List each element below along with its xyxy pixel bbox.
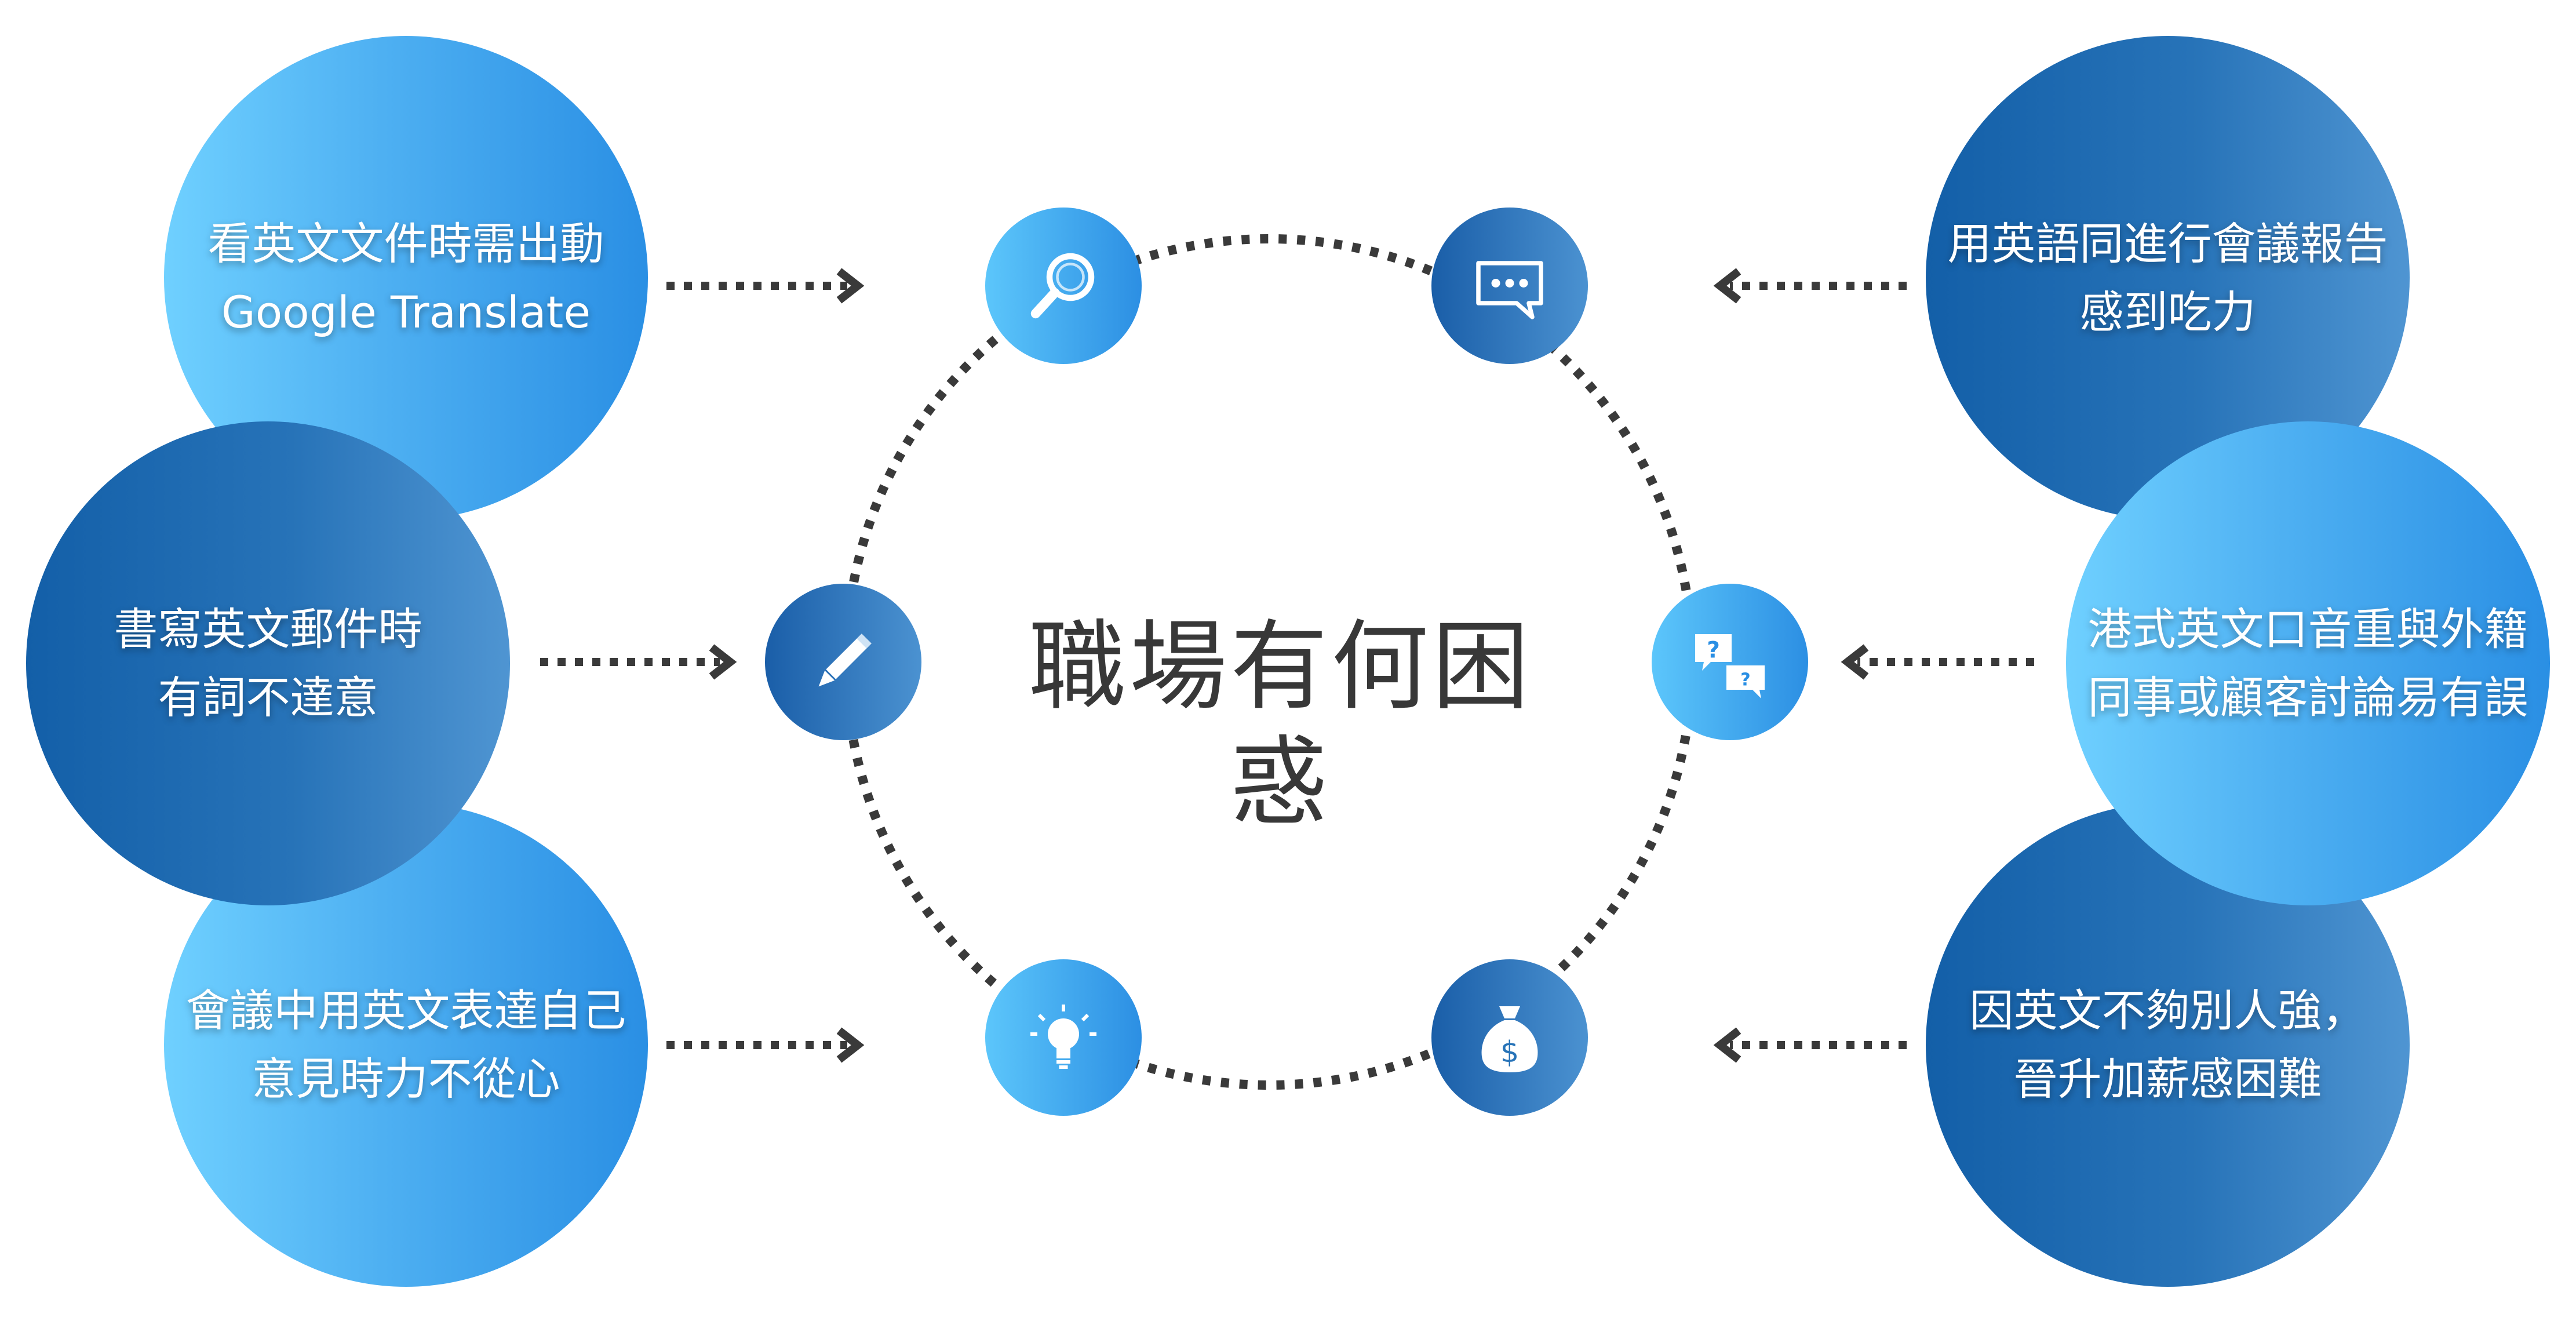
left-circle-3-line2: 意見時力不從心 (252, 1053, 560, 1105)
chat-node (1431, 208, 1588, 364)
lightbulb-node (985, 959, 1142, 1116)
svg-text:$: $ (1500, 1035, 1519, 1069)
pencil-icon (818, 634, 872, 687)
left-circle-1-line1: 看英文文件時需出動 (207, 217, 604, 270)
arrowhead-right-top (1713, 268, 1741, 304)
left-circle-2-text: 書寫英文郵件時 有詞不達意 (114, 595, 422, 732)
arrowhead-right-middle (1841, 644, 1869, 680)
left-circle-3-text: 會議中用英文表達自己 意見時力不從心 (186, 977, 626, 1113)
right-circle-1-line1: 用英語同進行會議報告 (1947, 217, 2388, 270)
svg-text:?: ? (1707, 638, 1720, 664)
right-circle-3-line1: 因英文不夠別人強， (1969, 984, 2366, 1036)
left-circle-1-line2: Google Translate (221, 286, 591, 338)
arrowhead-left-middle (709, 644, 737, 680)
right-circle-2-line1: 港式英文口音重與外籍 (2087, 603, 2528, 655)
right-circle-3-line2: 晉升加薪感困難 (2013, 1053, 2322, 1105)
search-node (985, 208, 1142, 364)
svg-text:?: ? (1740, 670, 1750, 690)
right-circle-2-line2: 同事或顧客討論易有誤 (2087, 671, 2528, 723)
right-circle-2-text: 港式英文口音重與外籍 同事或顧客討論易有誤 (2088, 595, 2528, 732)
left-circle-2-line1: 書寫英文郵件時 (114, 603, 422, 655)
money-bag-icon: $ (1481, 1006, 1538, 1072)
lightbulb-icon (1030, 1005, 1096, 1069)
right-circle-3-text: 因英文不夠別人強， 晉升加薪感困難 (1970, 977, 2366, 1113)
arrowhead-right-bottom (1713, 1027, 1741, 1063)
right-circle-2: 港式英文口音重與外籍 同事或顧客討論易有誤 (2066, 421, 2550, 905)
right-circle-1-line2: 感到吃力 (2079, 286, 2256, 338)
question-chat-node: ? ? (1652, 584, 1808, 740)
chat-icon (1476, 261, 1543, 319)
arrowhead-left-bottom (836, 1027, 865, 1063)
left-circle-1-text: 看英文文件時需出動 Google Translate (208, 210, 604, 347)
right-circle-1: 用英語同進行會議報告 感到吃力 (1926, 36, 2410, 520)
pencil-node (765, 584, 921, 740)
search-icon (1030, 253, 1095, 319)
left-circle-2-line2: 有詞不達意 (158, 671, 378, 723)
money-bag-node: $ (1431, 959, 1588, 1116)
arrowhead-left-top (836, 268, 865, 304)
right-circle-1-text: 用英語同進行會議報告 感到吃力 (1948, 210, 2388, 347)
center-title: 職場有何困惑 (1029, 610, 1533, 839)
question-chat-icon: ? ? (1695, 634, 1765, 698)
left-circle-2: 書寫英文郵件時 有詞不達意 (26, 421, 510, 905)
left-circle-3-line1: 會議中用英文表達自己 (185, 984, 626, 1036)
